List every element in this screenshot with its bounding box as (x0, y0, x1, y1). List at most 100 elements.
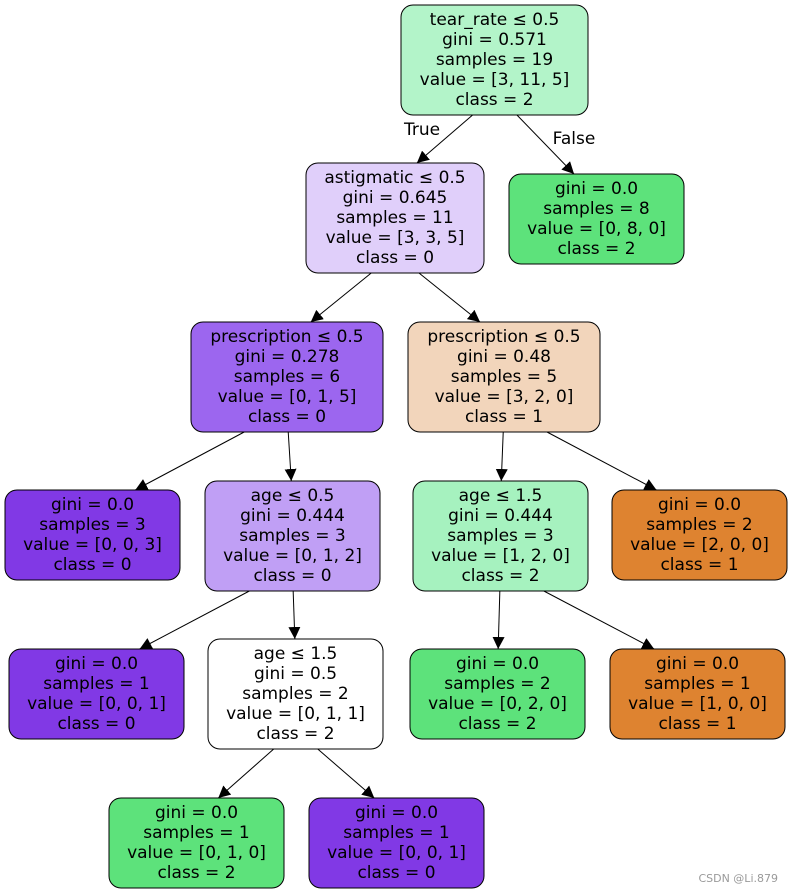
tree-edge (310, 272, 372, 323)
tree-edge (546, 431, 657, 491)
node-text-line: gini = 0.444 (448, 506, 553, 526)
node-text-line: class = 0 (53, 555, 131, 575)
tree-edge (135, 431, 245, 491)
node-text-line: gini = 0.645 (343, 188, 448, 208)
node-box (400, 4, 589, 116)
node-text-line: value = [0, 0, 1] (327, 843, 466, 863)
node-text-line: class = 1 (465, 407, 543, 427)
node-text-line: class = 2 (157, 863, 235, 883)
node-text-line: value = [1, 0, 0] (628, 694, 767, 714)
node-box (305, 162, 485, 274)
node-text-line: value = [0, 0, 1] (27, 694, 166, 714)
node-text-line: value = [0, 1, 0] (127, 843, 266, 863)
node-box (409, 648, 586, 740)
node-text-line: gini = 0.444 (240, 506, 345, 526)
node-text-line: tear_rate ≤ 0.5 (430, 10, 560, 30)
node-text-line: gini = 0.0 (555, 179, 638, 199)
node-text-line: age ≤ 0.5 (251, 486, 335, 506)
node-text-line: class = 2 (557, 239, 635, 259)
node-box (207, 638, 384, 750)
node-text-line: samples = 2 (646, 515, 753, 535)
tree-edge (516, 114, 575, 175)
node-text-line: class = 0 (248, 407, 326, 427)
node-box (8, 648, 185, 740)
node-text-line: value = [1, 2, 0] (431, 546, 570, 566)
node-text-line: value = [0, 8, 0] (527, 219, 666, 239)
node-box (508, 173, 685, 265)
node-box (308, 797, 485, 889)
node-text-line: class = 1 (660, 555, 738, 575)
node-text-line: gini = 0.0 (355, 803, 438, 823)
node-text-line: value = [3, 11, 5] (420, 70, 570, 90)
tree-edge (288, 590, 301, 640)
tree-edge (418, 272, 481, 323)
tree-edge (543, 590, 655, 650)
node-text-line: samples = 3 (447, 526, 554, 546)
node-text-line: value = [0, 0, 3] (23, 535, 162, 555)
node-text-line: samples = 5 (451, 367, 558, 387)
watermark: CSDN @Li.879 (698, 872, 778, 885)
node-text-line: class = 2 (458, 714, 536, 734)
tree-edge (284, 431, 297, 482)
node-text-line: samples = 1 (343, 823, 450, 843)
node-text-line: gini = 0.0 (456, 654, 539, 674)
node-text-line: astigmatic ≤ 0.5 (324, 168, 465, 188)
node-box (190, 321, 384, 433)
node-text-line: samples = 11 (336, 208, 453, 228)
node-box (108, 797, 285, 889)
tree-edge (139, 590, 250, 650)
node-text-line: gini = 0.48 (457, 347, 551, 367)
node-text-line: gini = 0.0 (51, 495, 134, 515)
node-text-line: age ≤ 1.5 (459, 486, 543, 506)
node-text-line: samples = 19 (436, 50, 553, 70)
node-box (204, 480, 381, 592)
node-text-line: class = 2 (455, 90, 533, 110)
node-text-line: samples = 3 (39, 515, 146, 535)
tree-edge (217, 748, 275, 799)
tree-edge (495, 431, 508, 482)
node-text-line: class = 0 (357, 863, 435, 883)
node-text-line: age ≤ 1.5 (254, 644, 338, 664)
node-text-line: samples = 1 (43, 674, 150, 694)
node-text-line: gini = 0.0 (658, 495, 741, 515)
node-text-line: value = [0, 1, 5] (218, 387, 357, 407)
node-text-line: samples = 2 (444, 674, 551, 694)
edge-label: False (553, 129, 596, 149)
node-box (407, 321, 601, 433)
node-text-line: prescription ≤ 0.5 (210, 327, 363, 347)
node-text-line: samples = 3 (239, 526, 346, 546)
node-box (611, 489, 788, 581)
node-text-line: gini = 0.0 (55, 654, 138, 674)
tree-edge (317, 748, 375, 799)
edges-layer: True False (135, 114, 657, 799)
node-text-line: gini = 0.0 (656, 654, 739, 674)
edge-label: True (403, 120, 440, 140)
node-box (412, 480, 589, 592)
node-text-line: value = [0, 1, 1] (226, 704, 365, 724)
node-text-line: gini = 0.5 (254, 664, 337, 684)
node-text-line: value = [3, 3, 5] (326, 228, 465, 248)
node-text-line: samples = 1 (143, 823, 250, 843)
node-text-line: class = 2 (256, 724, 334, 744)
tree-edge (492, 590, 505, 650)
node-text-line: value = [0, 1, 2] (223, 546, 362, 566)
node-text-line: samples = 8 (543, 199, 650, 219)
node-text-line: gini = 0.278 (235, 347, 340, 367)
node-box (609, 648, 786, 740)
node-text-line: class = 0 (253, 566, 331, 586)
